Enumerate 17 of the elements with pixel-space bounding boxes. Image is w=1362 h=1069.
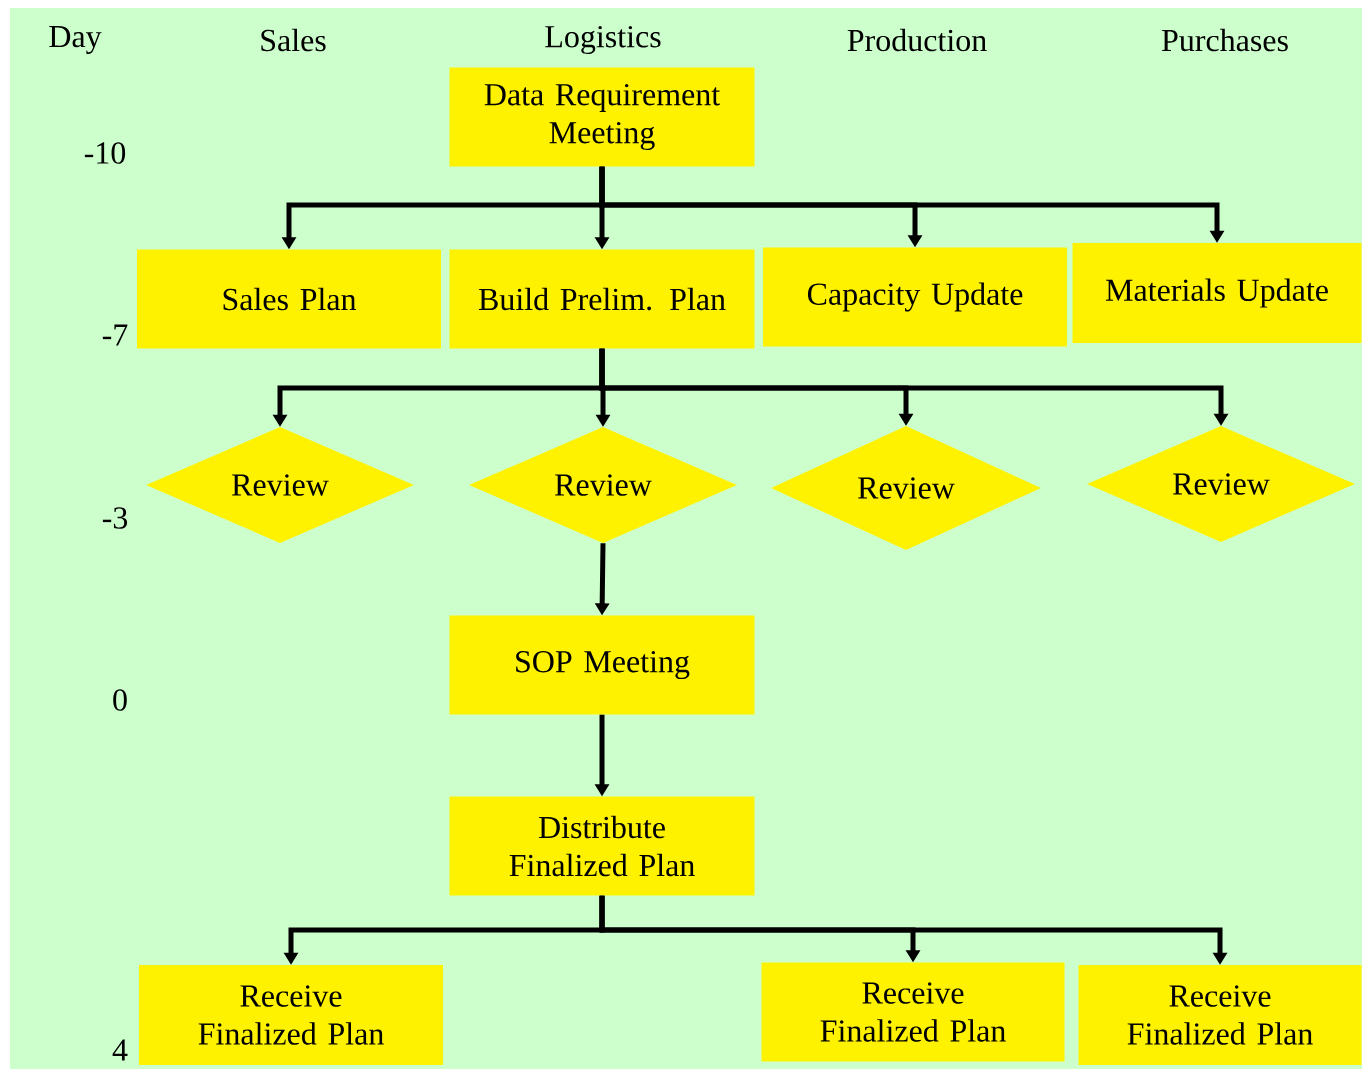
process-box: Receive Finalized Plan (761, 962, 1065, 1062)
process-box: Distribute Finalized Plan (449, 796, 755, 896)
day-label: -10 (84, 142, 126, 164)
process-box: Receive Finalized Plan (1078, 965, 1362, 1065)
process-box: Materials Update (1072, 243, 1362, 343)
process-box: Capacity Update (763, 247, 1067, 347)
process-box: Build Prelim. Plan (449, 249, 755, 349)
process-box: Data Requirement Meeting (449, 67, 755, 167)
process-box: SOP Meeting (449, 615, 755, 715)
column-header: Sales (261, 28, 326, 52)
day-label: 0 (113, 689, 127, 711)
day-label: -7 (102, 324, 128, 346)
column-header: Purchases (1161, 28, 1288, 52)
column-header: Production (847, 28, 987, 52)
process-box: Sales Plan (137, 249, 441, 349)
process-box: Receive Finalized Plan (139, 965, 443, 1065)
column-header: Day (49, 26, 102, 54)
